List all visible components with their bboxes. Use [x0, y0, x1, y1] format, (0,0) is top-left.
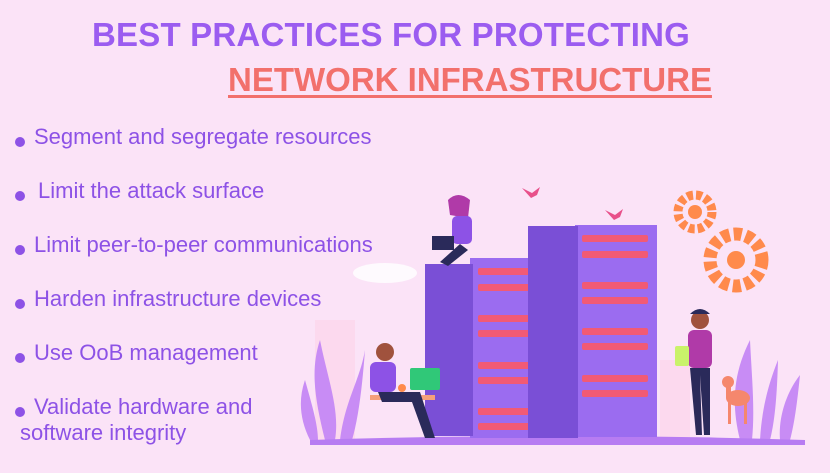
- person-icon: [675, 309, 712, 435]
- bullet-dot-icon: [15, 407, 25, 417]
- bullet-dot-icon: [15, 353, 25, 363]
- list-item: Use OoB management: [12, 340, 373, 394]
- person-icon: [370, 343, 440, 438]
- list-item: Harden infrastructure devices: [12, 286, 373, 340]
- plant-icon: [300, 340, 365, 440]
- list-item: Limit the attack surface: [12, 178, 373, 232]
- bullet-dot-icon: [15, 191, 25, 201]
- background-building: [660, 360, 690, 440]
- practice-list: Segment and segregate resources Limit th…: [12, 124, 373, 454]
- deer-icon: [722, 376, 750, 424]
- ground: [310, 436, 805, 445]
- bird-icon: [522, 187, 540, 198]
- bird-icon: [605, 209, 623, 220]
- server-illustration: [300, 187, 805, 445]
- title-line-2: NETWORK INFRASTRUCTURE: [228, 61, 712, 98]
- list-item: Segment and segregate resources: [12, 124, 373, 178]
- bullet-dot-icon: [15, 245, 25, 255]
- gear-icon: [673, 190, 717, 234]
- person-icon: [432, 195, 472, 266]
- cloud-icon: [353, 263, 417, 283]
- title-line-1: BEST PRACTICES FOR PROTECTING: [92, 16, 690, 53]
- server-rack-icon: [528, 225, 657, 438]
- gear-icon: [703, 227, 769, 293]
- plant-icon: [734, 340, 800, 440]
- list-item: Limit peer-to-peer communications: [12, 232, 373, 286]
- bullet-dot-icon: [15, 299, 25, 309]
- bullet-dot-icon: [15, 137, 25, 147]
- list-item: Validate hardware and software integrity: [12, 394, 373, 454]
